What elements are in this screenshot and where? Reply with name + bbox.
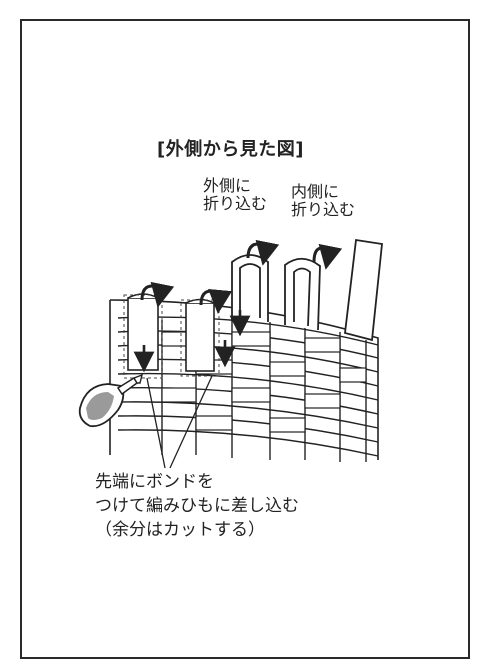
tab-left-dashed-outline [123,294,163,379]
upright-strip [344,238,383,342]
inner-fold-strip [284,257,321,331]
outer-fold-strip [231,254,269,322]
label-fold-inside: 内側に 折り込む [291,182,356,220]
fold-arrow-outer [246,239,280,266]
fold-arrow-inner [312,243,343,270]
caption-line-3: （余分はカットする） [95,520,265,540]
caption-line-2: つけて編みひもに差し込む [95,496,299,516]
fold-arrow-left [140,281,175,308]
label-fold-inside-line1: 内側に [291,182,340,201]
label-fold-outside-line1: 外側に [203,176,252,195]
caption-line-1: 先端にボンドを [95,472,214,492]
weaving-illustration [78,238,383,469]
label-fold-inside-line2: 折り込む [291,200,356,220]
glue-bottle-icon [78,373,144,428]
label-fold-outside-line2: 折り込む [203,194,268,214]
tab-middle-dashed-outline [180,299,220,377]
label-fold-outside: 外側に 折り込む [203,176,268,214]
fold-arrow-middle [199,288,233,314]
fold-arrows [140,239,343,314]
folded-tab-middle [185,298,215,372]
callout-lines [146,375,213,469]
diagram-title: [外側から見た図] [157,139,304,160]
insert-arrows [133,310,251,373]
